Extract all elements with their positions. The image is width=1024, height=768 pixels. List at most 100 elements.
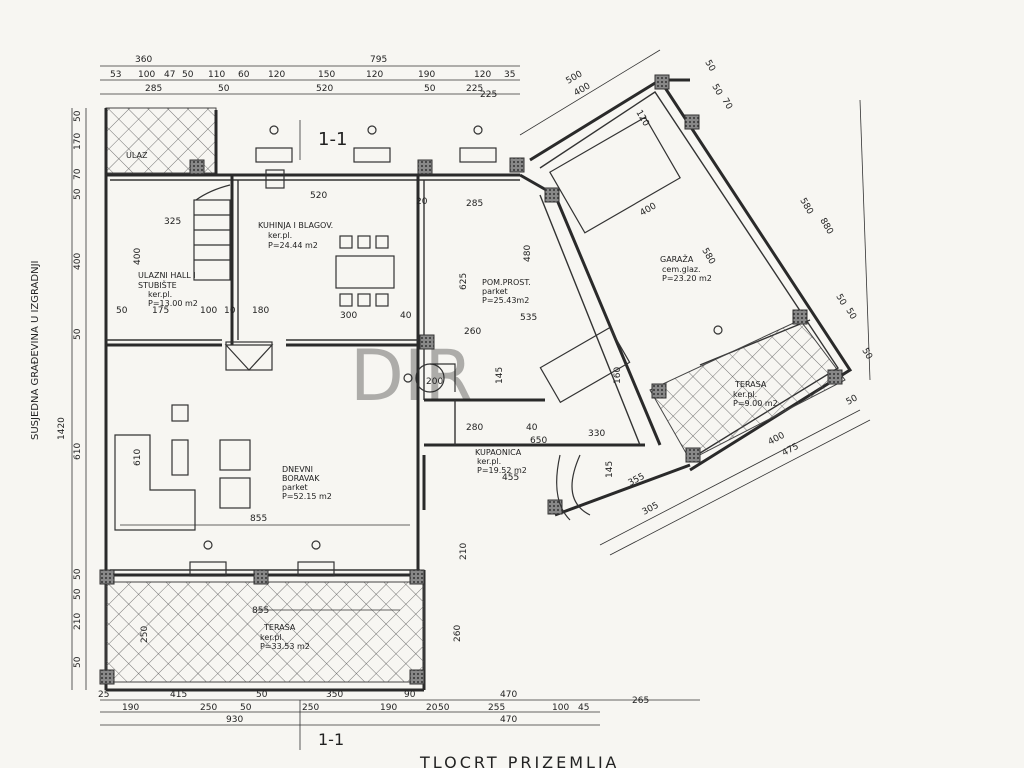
dim-top-row3: 285 50 520 50 225: [145, 84, 483, 94]
living-area: P=52.15 m2: [282, 492, 332, 501]
dim-in-145: 145: [495, 367, 505, 384]
neighbor-label: SUSJEDNA GRAĐEVINA U IZGRADNJI: [30, 261, 41, 440]
dim-top-100: 100: [138, 70, 155, 80]
dim-in-610: 610: [133, 449, 143, 466]
dim-left-170: 170: [73, 133, 83, 150]
dim-in-50f: 50: [859, 347, 874, 362]
dim-bot-470b: 470: [500, 715, 517, 725]
garage-name: GARAŽA: [660, 253, 694, 264]
dim-in-175: 175: [152, 306, 169, 316]
terrace-floor: ker.pl.: [260, 633, 284, 642]
dining-table: [265, 169, 395, 307]
dim-top-50: 50: [182, 70, 194, 80]
drawing-title: TLOCRT PRIZEMLJA: [419, 753, 619, 768]
terrace-small-area: P=9.00 m2: [733, 399, 778, 408]
living-floor: parket: [282, 483, 308, 492]
staircase: [193, 184, 231, 281]
hall-name: ULAZNI HALL I: [138, 271, 196, 280]
living-name-2: BORAVAK: [282, 474, 320, 483]
inner-dimension-labels: 520 20 285 325 400 625 480 50 175 100 10…: [116, 59, 874, 644]
dim-bot-250: 250: [200, 703, 217, 713]
dim-in-10: 10: [224, 306, 236, 316]
dim-top-row2: 53 100 47 50 110 60 120 150 120 190 120 …: [110, 70, 515, 80]
dim-in-100: 100: [200, 306, 217, 316]
dim-top-225: 225: [466, 84, 483, 94]
terrace-small-name: TERASA: [734, 380, 767, 389]
living-furniture: [114, 341, 274, 531]
terrace-small-floor: ker.pl.: [733, 390, 757, 399]
dim-left-segments: 170 50 70 50 50 400 50 610 50 210 50: [73, 110, 83, 668]
dim-in-520: 520: [310, 191, 327, 201]
pom-floor: parket: [482, 287, 508, 296]
dim-in-50g: 50: [843, 307, 858, 322]
dim-top-50c: 50: [424, 84, 436, 94]
bathroom-area: P=19.52 m2: [477, 466, 527, 475]
dim-left-400: 400: [73, 253, 83, 270]
dim-bot-250b: 250: [302, 703, 319, 713]
dim-in-260: 260: [464, 327, 481, 337]
dim-in-225: 225: [480, 90, 497, 100]
living-name: DNEVNI: [282, 465, 313, 474]
dim-top-120b: 120: [366, 70, 383, 80]
dim-top-35: 35: [504, 70, 515, 80]
dim-in-250: 250: [140, 626, 150, 643]
dim-bot-50c: 50: [438, 703, 450, 713]
dim-bot-265: 265: [632, 696, 649, 706]
section-label-bottom: 1-1: [318, 730, 344, 749]
room-ulaz-label: ULAZ: [126, 151, 148, 160]
dim-in-285: 285: [466, 199, 483, 209]
dim-left-1420: 1420: [57, 417, 67, 440]
dim-top-60: 60: [238, 70, 250, 80]
dim-left-50c: 50: [73, 328, 83, 340]
dim-in-300: 300: [340, 311, 357, 321]
section-label-top: 1-1: [318, 129, 347, 150]
dim-in-70: 70: [719, 97, 734, 112]
dim-left-50a: 50: [73, 110, 83, 122]
dim-bot-20: 20: [426, 703, 438, 713]
dim-bot-190: 190: [122, 703, 139, 713]
dim-in-120: 120: [633, 109, 650, 129]
pom-name: POM.PROST.: [482, 278, 531, 287]
dim-in-625: 625: [459, 273, 469, 290]
dim-top-190: 190: [418, 70, 435, 80]
dim-bot-45: 45: [578, 703, 589, 713]
dim-in-880: 880: [817, 217, 834, 237]
dim-top-360: 360: [135, 55, 152, 65]
dim-in-50b: 50: [845, 393, 860, 407]
watermark: DIR: [350, 335, 473, 417]
kitchen-area: P=24.44 m2: [268, 241, 318, 250]
kitchen-name: KUHINJA I BLAGOV.: [258, 221, 333, 230]
dim-bot-255: 255: [488, 703, 505, 713]
dim-left-50e: 50: [73, 588, 83, 600]
garage-area: P=23.20 m2: [662, 274, 712, 283]
dim-bot-415: 415: [170, 690, 187, 700]
bathroom-floor: ker.pl.: [477, 457, 501, 466]
dim-top-795: 795: [370, 55, 387, 65]
dim-top-120: 120: [268, 70, 285, 80]
dim-in-160: 160: [613, 367, 623, 384]
hall-floor: ker.pl.: [148, 290, 172, 299]
dim-in-40: 40: [400, 311, 412, 321]
dim-in-480: 480: [523, 245, 533, 262]
dim-in-400c: 400: [573, 81, 593, 98]
hall-area: P=13.00 m2: [148, 299, 198, 308]
dim-top-285: 285: [145, 84, 162, 94]
dim-top-50b: 50: [218, 84, 230, 94]
dim-in-650: 650: [530, 436, 547, 446]
dim-top-110: 110: [208, 70, 225, 80]
dim-bot-50: 50: [256, 690, 268, 700]
dim-in-50d: 50: [709, 83, 724, 98]
dim-in-580b: 580: [797, 197, 814, 217]
dim-in-40b: 40: [526, 423, 538, 433]
dim-in-855b: 855: [252, 606, 269, 616]
bathroom-name: KUPAONICA: [475, 448, 522, 457]
bathroom-fixtures: [403, 326, 631, 521]
dim-in-200: 200: [426, 377, 443, 387]
dim-left-210: 210: [73, 613, 83, 630]
dim-in-580: 580: [699, 247, 716, 267]
dim-in-210: 210: [459, 543, 469, 560]
dim-bot-190b: 190: [380, 703, 397, 713]
garage-floor: cem.glaz.: [662, 265, 701, 274]
dim-top-47: 47: [164, 70, 175, 80]
